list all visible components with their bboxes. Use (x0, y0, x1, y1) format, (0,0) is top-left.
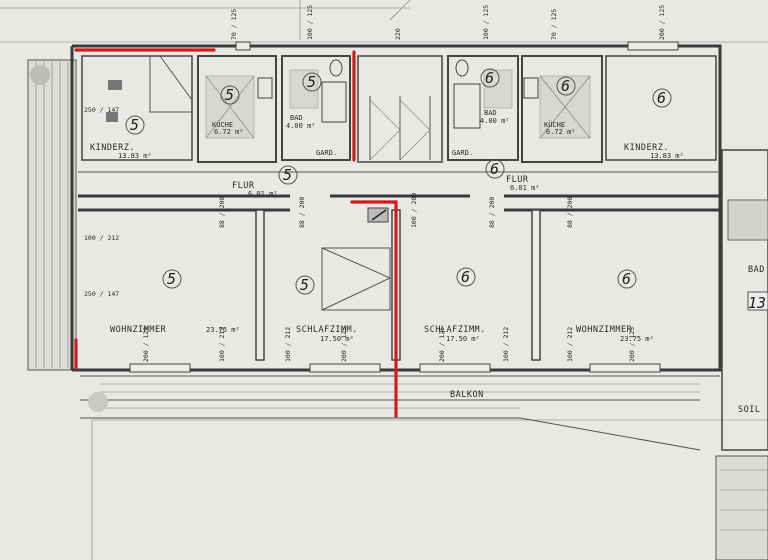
label-bad-right: BAD (484, 109, 497, 117)
label-kinderz-right: KINDERZ. (624, 143, 669, 153)
left-kinderz-interior (81, 55, 193, 161)
dim-kueche-left: 70 / 125 (230, 9, 238, 40)
num-wohnzimmer-left: 5 (167, 270, 176, 288)
label-wohnzimmer-right: WOHNZIMMER (576, 325, 633, 335)
dim-door-left: 100 / 212 (218, 327, 226, 362)
dim-terrace-2: 100 / 212 (84, 234, 119, 242)
dim-bad-right: 100 / 125 (482, 5, 490, 40)
area-flur-right: 6.01 m² (510, 184, 540, 192)
label-kinderz-left: KINDERZ. (90, 143, 135, 153)
num-wohnzimmer-right: 6 (622, 270, 631, 288)
neighbor-building (715, 149, 768, 560)
area-schlafzimm-right: 17.50 m² (446, 335, 480, 343)
label-kueche-left: KÜCHE (212, 120, 233, 129)
dimension-labels: 70 / 125 100 / 125 220 100 / 125 70 / 12… (84, 5, 666, 362)
dim-flur-door-4: 88 / 200 (566, 197, 574, 228)
label-gard-left: GARD. (316, 149, 337, 157)
left-bath (281, 55, 351, 161)
area-kinderz-left: 13.83 m² (118, 152, 152, 160)
label-flur-right: FLUR (506, 175, 529, 185)
left-terrace (27, 59, 77, 371)
dim-bad-left: 100 / 125 (306, 5, 314, 40)
area-kinderz-right: 13.83 m² (650, 152, 684, 160)
dim-schlaf-window: 200 / 125 (340, 327, 348, 362)
num-flur-right: 6 (490, 160, 499, 178)
area-flur-left: 6.01 m² (248, 190, 278, 198)
windows (129, 41, 679, 373)
dim-wohn-window-r: 200 / 125 (628, 327, 636, 362)
num-kueche-left: 5 (225, 86, 234, 104)
outer-walls (70, 44, 722, 372)
flur-walls (78, 171, 720, 212)
bed-area (321, 207, 392, 311)
interior-walls (255, 209, 541, 361)
dim-kinderz-right: 200 / 125 (658, 5, 666, 40)
dim-terrace-1: 250 / 147 (84, 106, 119, 114)
num-kinderz-right: 6 (657, 89, 666, 107)
dim-schlaf-door-r: 100 / 212 (502, 327, 510, 362)
label-flur-left: FLUR (232, 181, 255, 191)
dim-flur-door-3: 88 / 200 (488, 197, 496, 228)
right-kitchen (521, 55, 603, 163)
dim-schlaf-door: 100 / 212 (284, 327, 292, 362)
dim-wohn-window-left: 200 / 125 (142, 327, 150, 362)
left-kitchen (197, 55, 277, 163)
red-markings (74, 48, 398, 418)
num-flur-left: 5 (283, 166, 292, 184)
area-schlafzimm-left: 17.50 m² (320, 335, 354, 343)
dim-wohn-door-r: 100 / 212 (566, 327, 574, 362)
area-wohnzimmer-right: 23.75 m² (620, 335, 654, 343)
dim-schlaf-window-r: 200 / 125 (438, 327, 446, 362)
num-kueche-right: 6 (561, 77, 570, 95)
red-line-center (350, 200, 398, 418)
label-neighbor-bad: BAD (748, 265, 765, 275)
label-bad-left: BAD (290, 114, 303, 122)
num-bad-left: 5 (307, 73, 316, 91)
dim-stair: 220 (394, 28, 402, 40)
area-bad-right: 4.00 m² (480, 117, 510, 125)
label-neighbor-soil: SOIL (738, 405, 760, 415)
area-kueche-left: 6.72 m² (214, 128, 244, 136)
dim-flur-door-5: 100 / 200 (410, 193, 418, 228)
dim-terrace-3: 250 / 147 (84, 290, 119, 298)
num-schlafzimm-right: 6 (461, 268, 470, 286)
room-numbers: 5 5 5 5 5 5 6 6 6 6 6 6 (125, 68, 672, 295)
num-bad-right: 6 (485, 69, 494, 87)
num-kinderz-left: 5 (130, 116, 139, 134)
label-gard-right: GARD. (452, 149, 473, 157)
area-kueche-right: 6.72 m² (546, 128, 576, 136)
stairwell (357, 55, 443, 163)
label-wohnzimmer-left: WOHNZIMMER (110, 325, 167, 335)
right-bath (447, 55, 519, 161)
balcony (80, 375, 720, 451)
label-schlafzimm-left: SCHLAFZIMM. (296, 325, 358, 335)
area-wohnzimmer-left: 23.75 m² (206, 326, 240, 334)
room-names: KINDERZ. 13.83 m² KÜCHE 6.72 m² BAD 4.00… (90, 109, 766, 415)
dim-flur-door-2: 88 / 200 (298, 197, 306, 228)
label-kueche-right: KÜCHE (544, 120, 565, 129)
label-schlafzimm-right: SCHLAFZIMM. (424, 325, 486, 335)
area-bad-left: 4.00 m² (286, 122, 316, 130)
label-balkon: BALKON (450, 390, 484, 400)
num-schlafzimm-left: 5 (300, 276, 309, 294)
dim-kueche-right: 70 / 125 (550, 9, 558, 40)
label-neighbor-num: 13 (748, 294, 766, 312)
right-kinderz-interior (605, 55, 717, 161)
dim-flur-door-1: 88 / 200 (218, 197, 226, 228)
